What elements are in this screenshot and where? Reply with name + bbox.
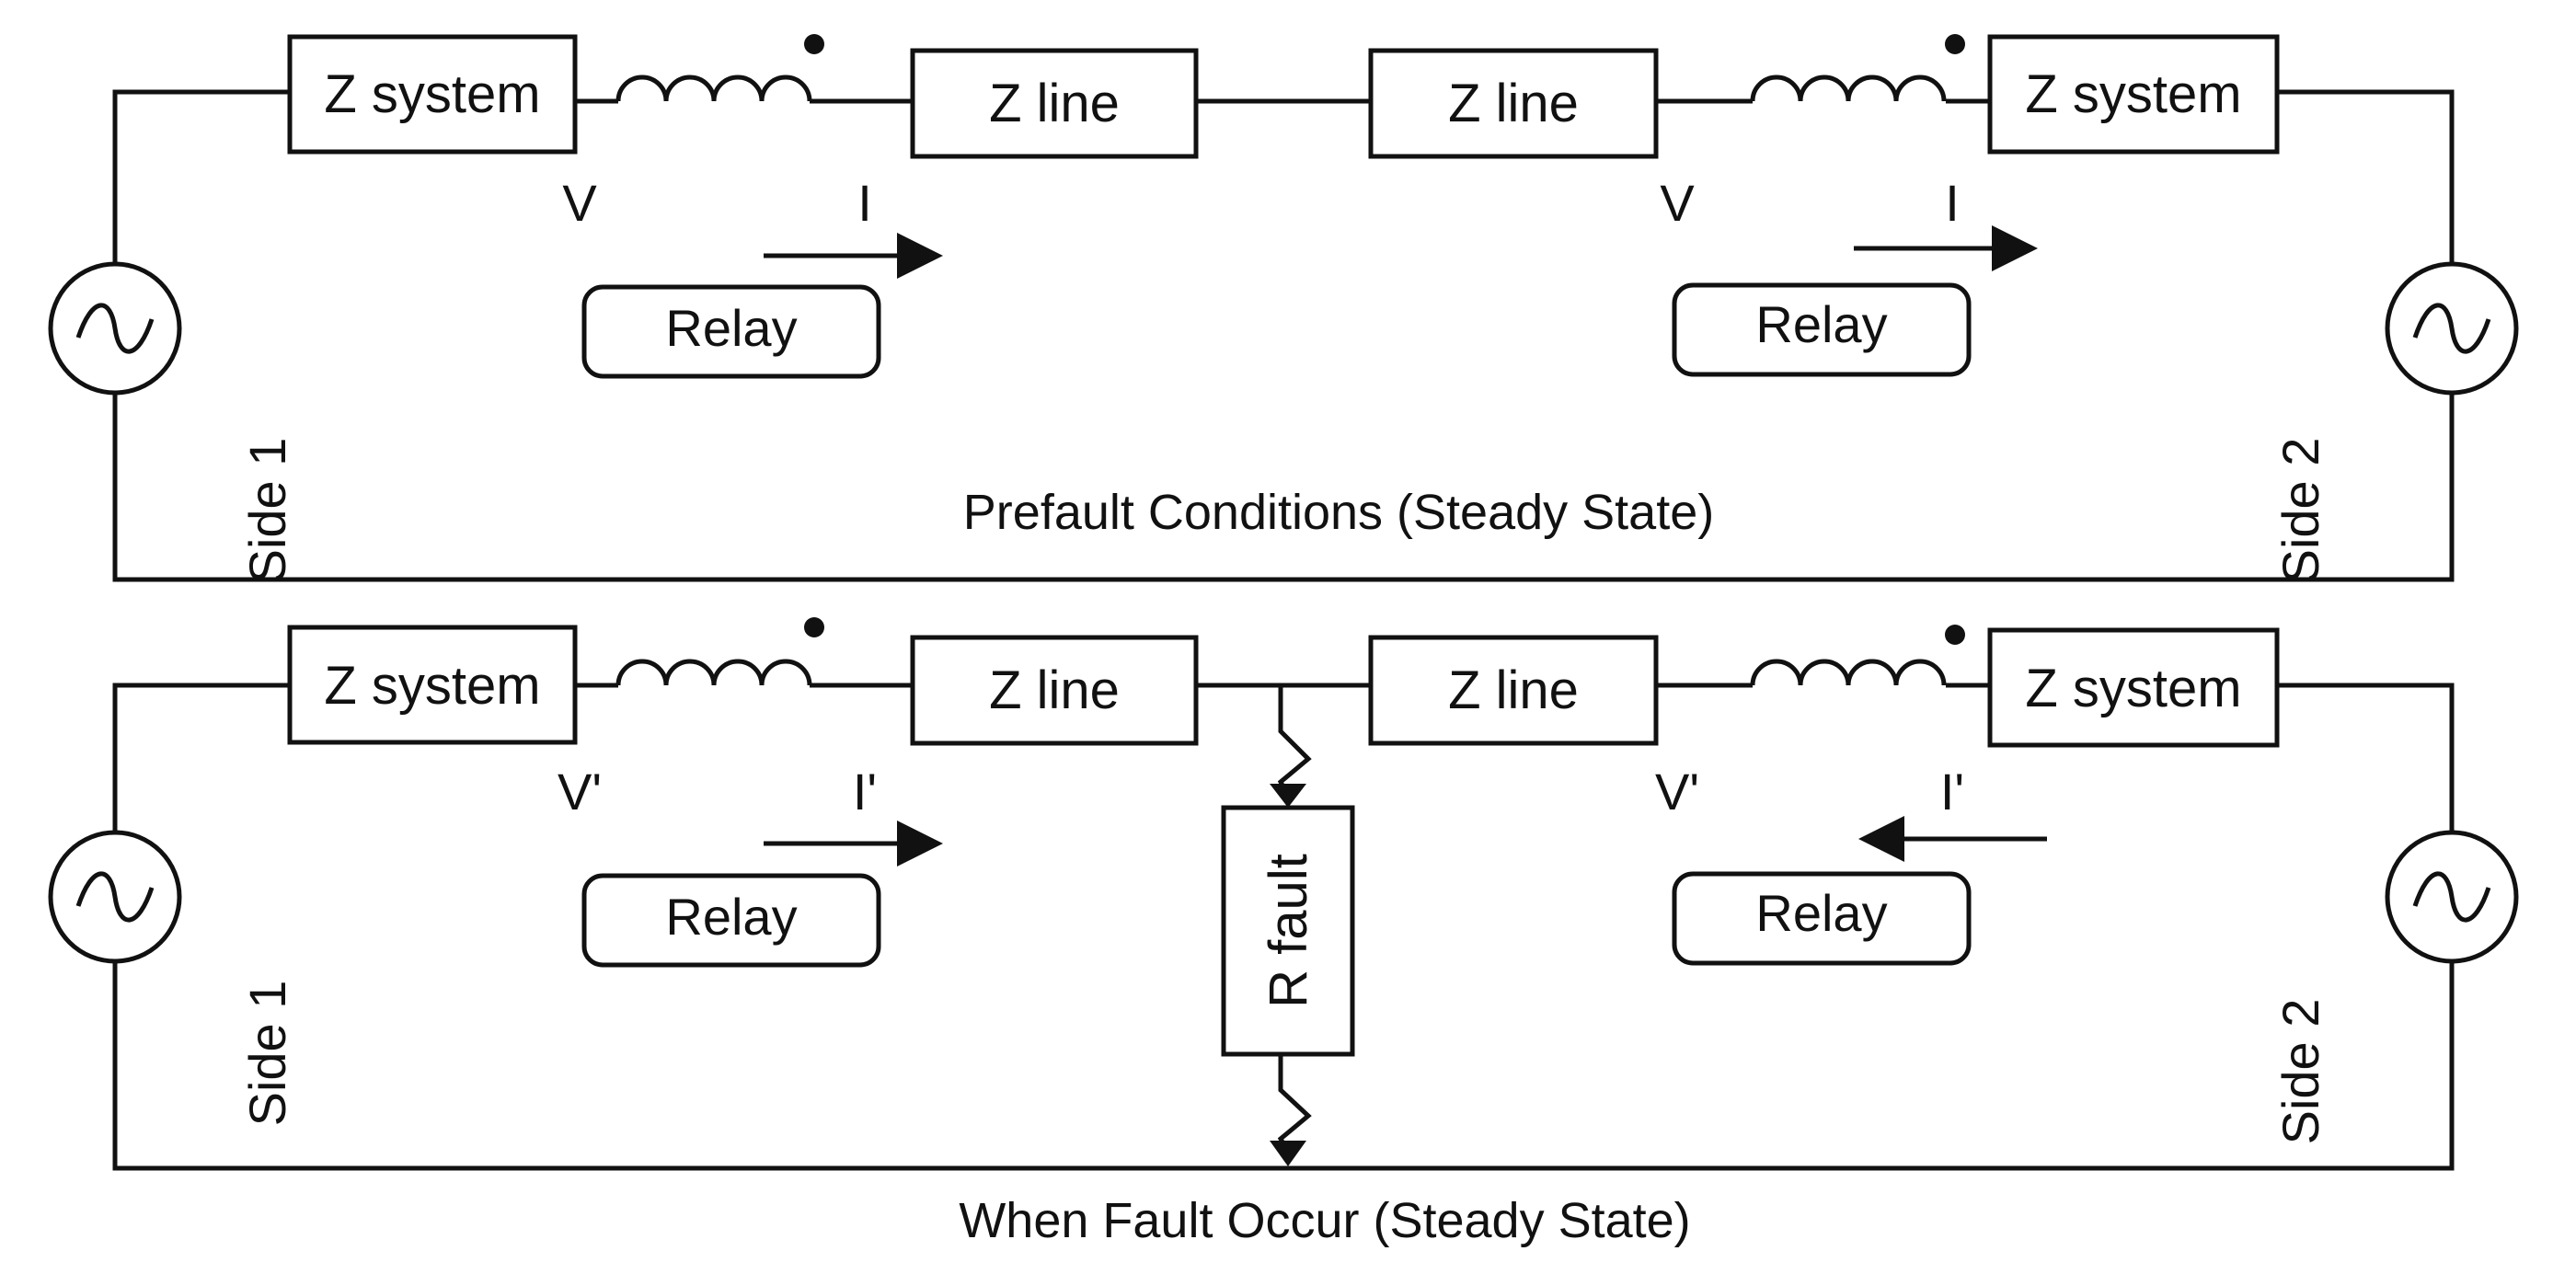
fault-branch: R fault [1221, 685, 1355, 1166]
polarity-dot-icon [1945, 34, 1965, 54]
ac-source-right [2385, 830, 2519, 964]
left-feeder-wire [112, 89, 290, 264]
fault-arrowhead [1270, 784, 1306, 808]
sine-wave-icon [2412, 303, 2491, 354]
z-system-left [287, 625, 578, 745]
current-left-label: I' [853, 763, 877, 821]
side-2-label: Side 2 [2271, 438, 2329, 584]
z-system-left-label: Z system [324, 64, 540, 124]
voltage-left-label: V [562, 174, 597, 232]
side-1-label: Side 1 [238, 438, 296, 584]
voltage-right-label: V [1660, 174, 1695, 232]
sine-wave-icon [2412, 871, 2491, 923]
left-feeder-wire [112, 683, 290, 832]
ac-source-icon [2385, 830, 2519, 964]
ac-source-left [48, 261, 182, 396]
z-line-right-label: Z line [1448, 74, 1579, 133]
side-2-label: Side 2 [2271, 999, 2329, 1145]
inductor-icon [615, 659, 812, 686]
z-system-left-label: Z system [324, 656, 540, 716]
ac-source-right [2385, 261, 2519, 396]
ac-source-left [48, 830, 182, 964]
z-line-right-label: Z line [1448, 660, 1579, 720]
z-line-left [910, 48, 1199, 159]
z-system-right [1987, 34, 2280, 155]
sine-wave-icon [75, 303, 155, 354]
polarity-dot-icon [1945, 625, 1965, 645]
z-system-right-label: Z system [2025, 659, 2241, 718]
current-right-label: I' [1940, 763, 1964, 821]
right-feeder-wire [2277, 89, 2455, 264]
right-feeder-wire [2277, 683, 2455, 832]
left-return-wire [112, 961, 2455, 1171]
relay-left-label: Relay [665, 888, 797, 946]
lightning-fault-icon [1277, 685, 1312, 798]
relay-left [581, 284, 881, 379]
relay-left [581, 873, 881, 968]
sine-wave-icon [75, 871, 155, 923]
z-system-right-label: Z system [2025, 64, 2241, 124]
voltage-right-label: V' [1655, 763, 1699, 821]
left-return-wire [112, 393, 2455, 582]
r-fault-label: R fault [1259, 854, 1318, 1008]
inductor-icon [615, 75, 812, 102]
relay-right [1672, 282, 1972, 377]
voltage-left-label: V' [558, 763, 602, 821]
polarity-dot-icon [804, 617, 824, 637]
inductor-icon [1750, 75, 1947, 102]
z-line-left-label: Z line [989, 74, 1120, 133]
polarity-dot-icon [804, 34, 824, 54]
ac-source-icon [2385, 261, 2519, 396]
fault-panel: Z system Z line V' I' Relay Side 1 R fau… [48, 617, 2519, 1248]
relay-left-label: Relay [665, 299, 797, 357]
prefault-panel: Z system Z line V I Relay Side 1 Z line … [48, 34, 2519, 584]
relay-right-label: Relay [1755, 884, 1887, 942]
fault-caption: When Fault Occur (Steady State) [959, 1193, 1690, 1248]
z-line-right [1368, 48, 1659, 159]
z-system-left [287, 34, 578, 155]
z-line-left-label: Z line [989, 660, 1120, 720]
z-line-left [910, 635, 1199, 746]
current-left-label: I [857, 174, 872, 232]
lightning-fault-icon [1277, 1054, 1312, 1153]
current-right-label: I [1945, 174, 1960, 232]
fault-arrowhead [1270, 1141, 1306, 1166]
relay-right [1672, 871, 1972, 966]
inductor-icon [1750, 659, 1947, 686]
z-system-right [1987, 627, 2280, 748]
ac-source-icon [48, 261, 182, 396]
relay-right-label: Relay [1755, 295, 1887, 353]
prefault-caption: Prefault Conditions (Steady State) [963, 485, 1714, 540]
ac-source-icon [48, 830, 182, 964]
r-fault-box [1221, 805, 1355, 1057]
side-1-label: Side 1 [238, 981, 296, 1127]
z-line-right [1368, 635, 1659, 746]
